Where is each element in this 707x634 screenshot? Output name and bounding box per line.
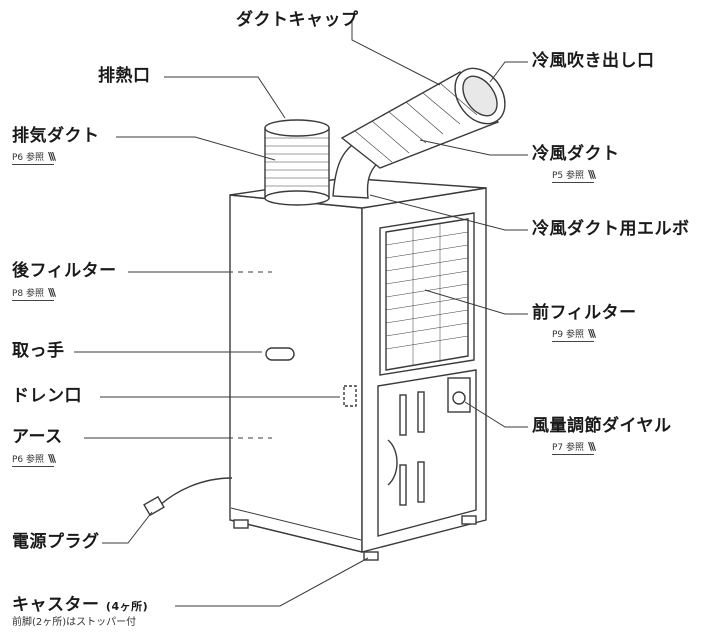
label-front-filter: 前フィルター xyxy=(532,303,637,323)
label-caster: キャスター (4ヶ所) xyxy=(12,595,149,615)
label-exhaust-port: 排熱口 xyxy=(98,66,151,86)
label-airflow-dial: 風量調節ダイヤル xyxy=(532,416,672,436)
label-power-plug: 電源プラグ xyxy=(12,532,100,552)
power-plug xyxy=(143,495,165,517)
label-duct-cap: ダクトキャップ xyxy=(236,10,359,30)
label-drain: ドレン口 xyxy=(12,386,82,406)
ref-airflow-dial: P7 参照\\\ xyxy=(552,440,596,455)
exhaust-port xyxy=(264,119,330,137)
caster xyxy=(233,519,249,529)
ref-cold-duct: P5 参照\\\ xyxy=(552,168,596,183)
ref-front-filter: P9 参照\\\ xyxy=(552,327,596,342)
exhaust-duct xyxy=(264,127,330,199)
cabinet-side-panel xyxy=(229,194,363,553)
label-exhaust-duct: 排気ダクト xyxy=(12,126,100,146)
ref-exhaust-duct: P6 参照\\\ xyxy=(12,150,56,165)
label-caster-count: (4ヶ所) xyxy=(105,600,149,613)
label-cold-duct: 冷風ダクト xyxy=(532,144,620,164)
power-cord xyxy=(159,477,233,506)
label-earth: アース xyxy=(12,427,63,447)
label-cold-duct-elbow: 冷風ダクト用エルボ xyxy=(532,219,690,239)
label-handle: 取っ手 xyxy=(12,341,65,361)
label-cold-air-outlet: 冷風吹き出し口 xyxy=(532,51,655,71)
drain-port xyxy=(343,385,357,407)
caster-note: 前脚(2ヶ所)はストッパー付 xyxy=(12,617,137,628)
ref-earth: P6 参照\\\ xyxy=(12,452,56,467)
handle xyxy=(265,347,295,361)
ref-rear-filter: P8 参照\\\ xyxy=(12,286,56,301)
label-rear-filter: 後フィルター xyxy=(12,261,117,281)
